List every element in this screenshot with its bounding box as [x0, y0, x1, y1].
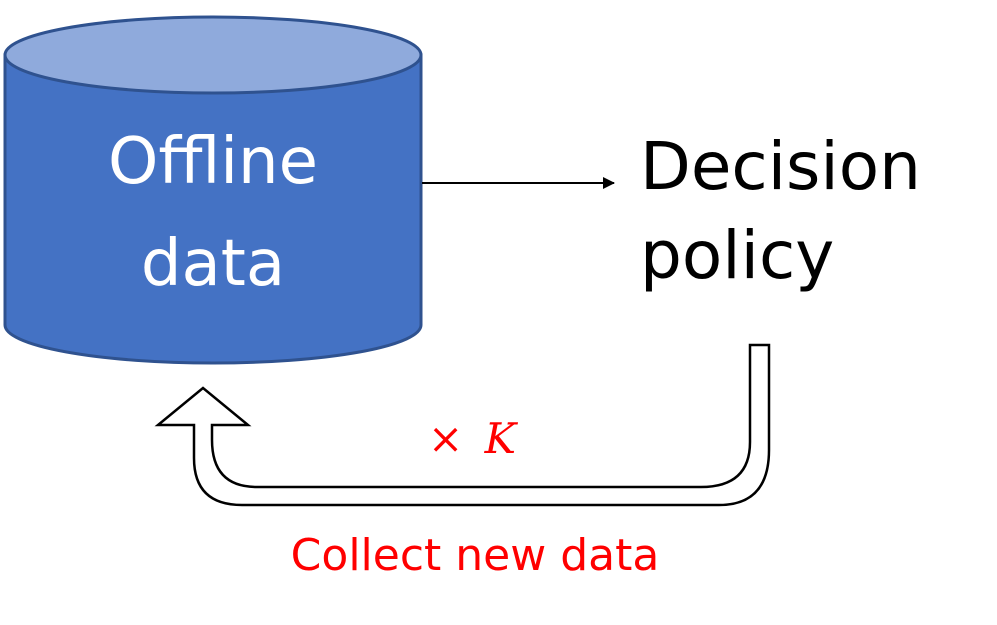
iteration-count-label: × K	[428, 414, 519, 463]
collect-new-data-caption: Collect new data	[291, 530, 660, 581]
database-body	[3, 53, 423, 365]
database-cylinder: Offline data	[3, 15, 423, 365]
database-label-line2: data	[141, 227, 285, 301]
policy-label-line2: policy	[640, 217, 834, 294]
policy-label-line1: Decision	[640, 128, 921, 205]
database-top	[3, 15, 423, 95]
feedback-uturn-arrow	[154, 343, 771, 507]
database-label-line1: Offline	[108, 125, 318, 199]
multiplier-variable: K	[484, 414, 519, 463]
multiplier-symbol: ×	[428, 414, 463, 463]
